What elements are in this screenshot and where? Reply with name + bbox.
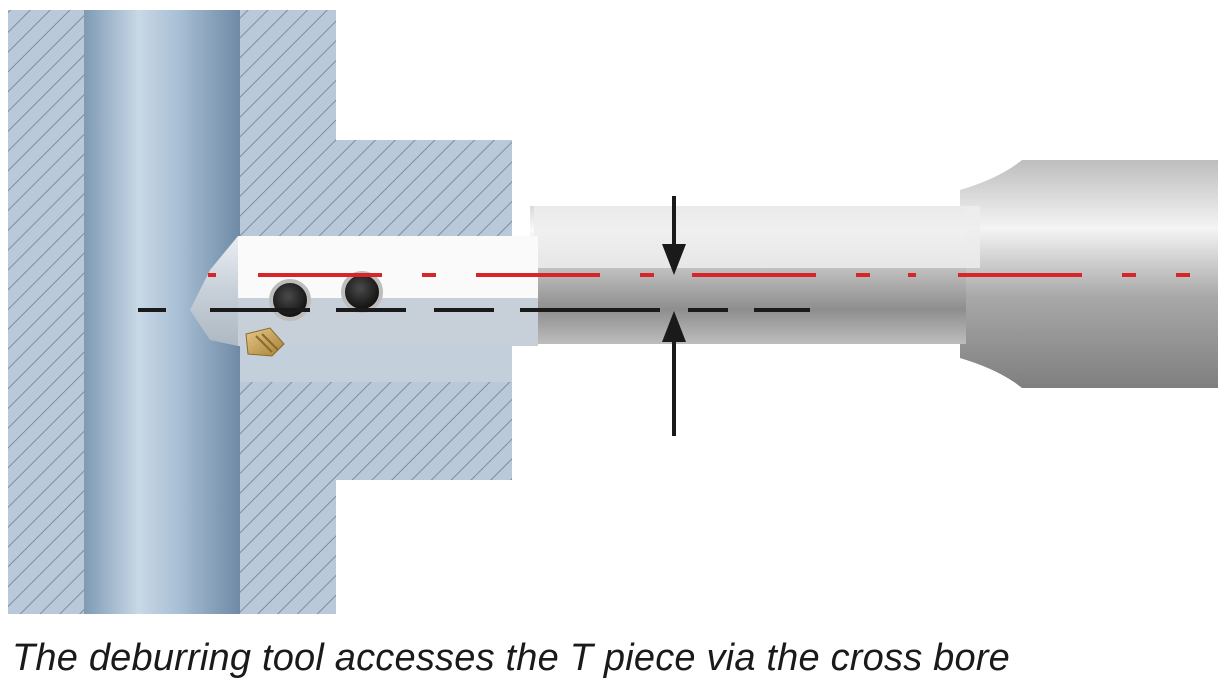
figure-caption: The deburring tool accesses the T piece … (12, 637, 1011, 679)
dimension-arrow-icon (662, 196, 686, 275)
workpiece-wall-left (8, 10, 84, 614)
tool-holder-body (960, 160, 1218, 388)
tool-blade-tip (190, 236, 238, 346)
deburring-diagram (8, 10, 1218, 614)
dimension-arrow-icon (662, 311, 686, 436)
shaft-flat (534, 206, 980, 268)
screw-icon (341, 271, 383, 313)
screw-icon (269, 279, 311, 321)
